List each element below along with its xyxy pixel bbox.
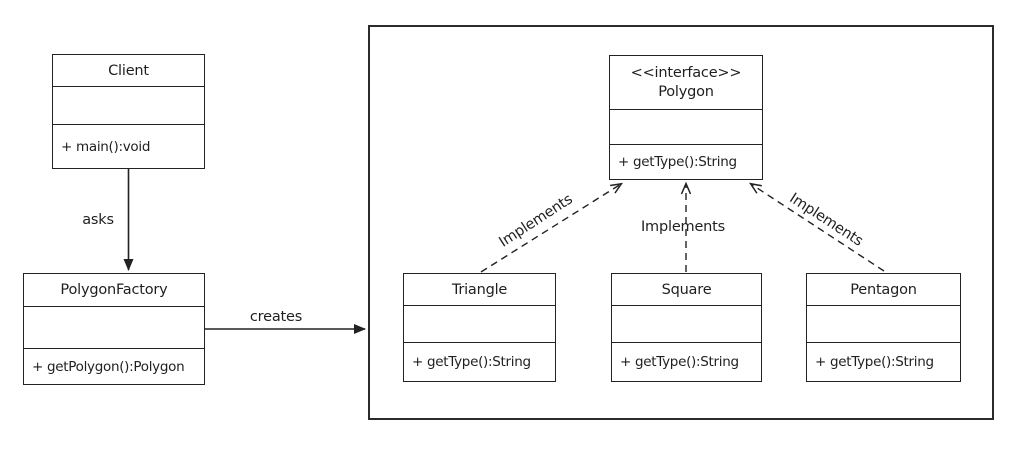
class-box-polygon-interface: <<interface>> Polygon + getType():String xyxy=(609,55,763,180)
implements-label-square: Implements xyxy=(640,219,726,235)
class-title-client: Client xyxy=(108,62,149,79)
class-box-polygonfactory: PolygonFactory + getPolygon():Polygon xyxy=(23,273,205,385)
class-box-client: Client + main():void xyxy=(52,54,205,169)
class-attributes-triangle xyxy=(404,305,555,342)
class-attributes-polygonfactory xyxy=(24,306,204,348)
class-attributes-square xyxy=(612,305,761,342)
class-attributes-pentagon xyxy=(807,305,960,342)
class-box-square: Square + getType():String xyxy=(611,273,762,382)
creates-label: creates xyxy=(249,309,303,325)
class-method-polygonfactory: + getPolygon():Polygon xyxy=(24,348,204,384)
class-box-pentagon: Pentagon + getType():String xyxy=(806,273,961,382)
asks-label: asks xyxy=(82,212,114,228)
class-attributes-polygon xyxy=(610,109,762,144)
class-attributes-client xyxy=(53,86,204,124)
implementations-container-box xyxy=(368,25,994,420)
class-title-polygon: Polygon xyxy=(658,83,714,100)
class-method-pentagon: + getType():String xyxy=(807,342,960,381)
class-title-square: Square xyxy=(661,281,712,298)
class-stereotype-polygon: <<interface>> xyxy=(630,64,742,81)
class-box-triangle: Triangle + getType():String xyxy=(403,273,556,382)
class-title-polygon-wrap: <<interface>> Polygon xyxy=(610,56,762,109)
class-method-triangle: + getType():String xyxy=(404,342,555,381)
class-title-triangle: Triangle xyxy=(451,281,508,298)
class-method-client: + main():void xyxy=(53,124,204,168)
class-method-square: + getType():String xyxy=(612,342,761,381)
class-title-pentagon: Pentagon xyxy=(850,281,917,298)
class-method-polygon: + getType():String xyxy=(610,144,762,179)
class-title-polygonfactory: PolygonFactory xyxy=(60,282,168,298)
